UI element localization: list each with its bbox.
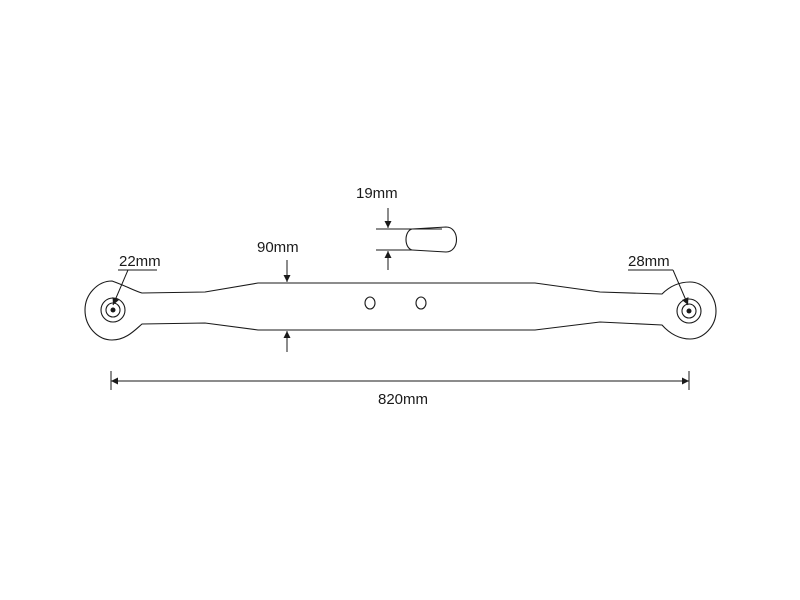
left-ball-joint <box>100 297 126 323</box>
adjustment-hole-left <box>364 296 376 310</box>
left-hole-leader <box>112 269 157 306</box>
right-hole-leader <box>628 269 689 306</box>
right-hole-label: 28mm <box>628 253 670 270</box>
lift-arm-body <box>84 280 717 341</box>
overall-length-label: 820mm <box>378 391 428 408</box>
overall-length-dimension <box>110 371 690 390</box>
right-ball-joint <box>676 298 702 324</box>
width-label: 90mm <box>257 239 299 256</box>
adjustment-hole-right <box>415 296 427 310</box>
thickness-label: 19mm <box>356 185 398 202</box>
thickness-dimension <box>376 208 396 270</box>
left-hole-label: 22mm <box>119 253 161 270</box>
end-view-profile <box>378 226 458 253</box>
